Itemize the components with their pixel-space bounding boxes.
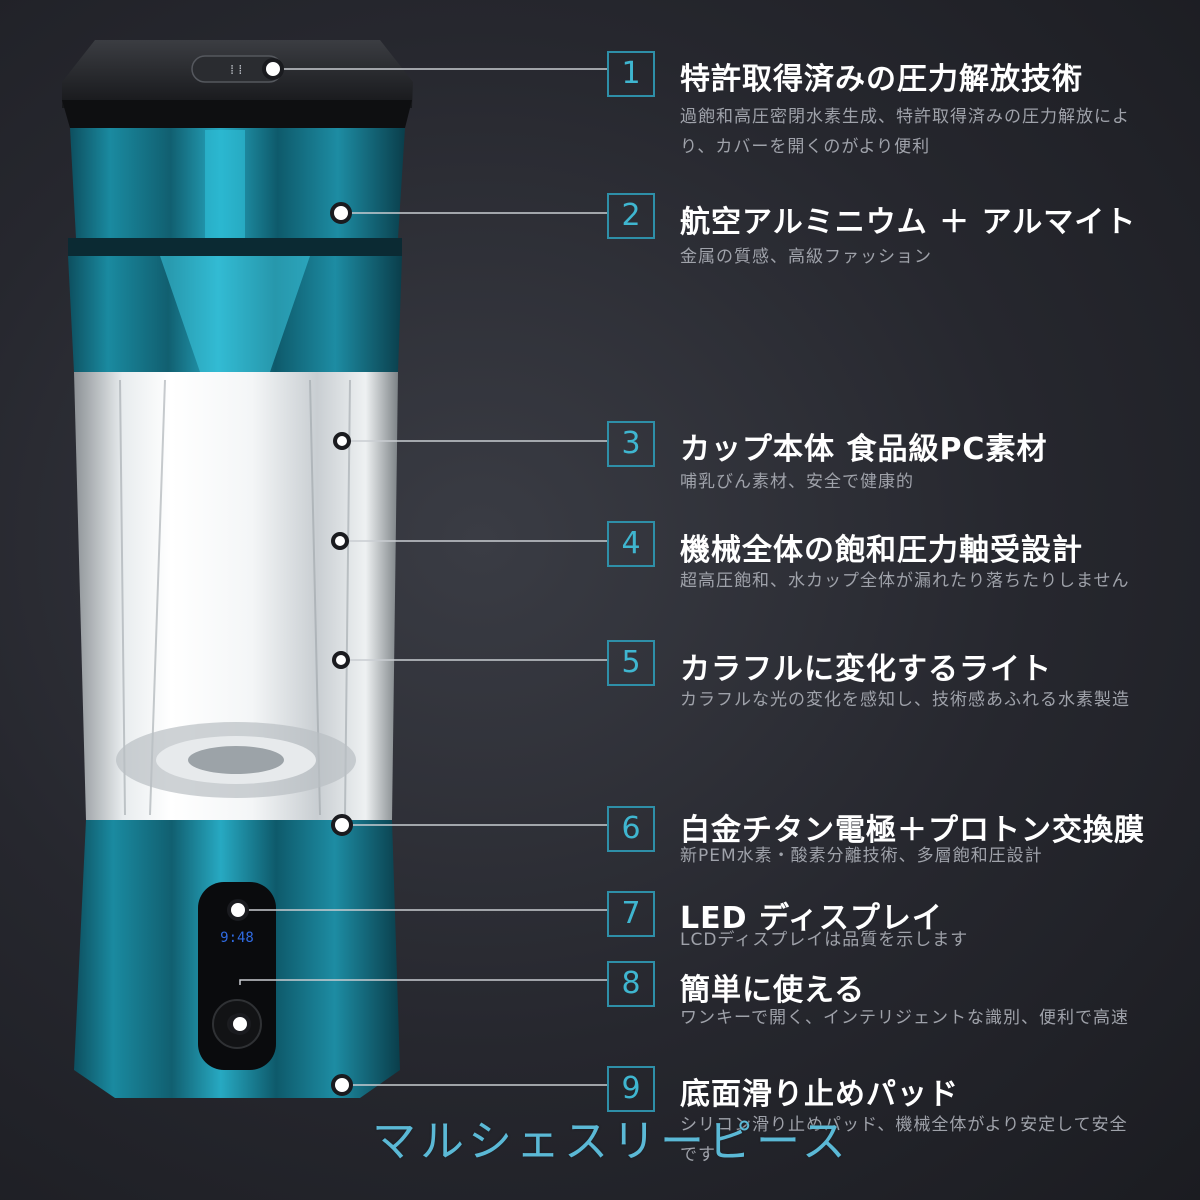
feature-description: 金属の質感、高級ファッション	[680, 247, 932, 267]
callout-lines	[238, 68, 607, 1086]
callout-dots	[227, 58, 353, 1096]
feature-description: ワンキーで開く、インテリジェントな識別、便利で高速	[680, 1008, 1129, 1028]
feature-title: 機械全体の飽和圧力軸受設計	[680, 533, 1083, 568]
svg-text:⁞ ⁞: ⁞ ⁞	[230, 63, 242, 78]
feature-description: カラフルな光の変化を感知し、技術感あふれる水素製造	[680, 690, 1130, 710]
feature-number-badge: 4	[607, 521, 655, 567]
feature-title: カラフルに変化するライト	[680, 652, 1052, 687]
feature-number-badge: 2	[607, 193, 655, 239]
glass-cup	[74, 372, 398, 820]
feature-number-badge: 7	[607, 891, 655, 937]
feature-description: 新PEM水素・酸素分離技術、多層飽和圧設計	[680, 846, 1043, 866]
feature-number-badge: 8	[607, 961, 655, 1007]
feature-title: 簡単に使える	[680, 973, 866, 1008]
upper-aluminium-shell	[68, 128, 405, 372]
feature-description: シリコン滑り止めパッド、機械全体がより安定して安全です	[680, 1115, 1128, 1165]
feature-title: カップ本体 食品級PC素材	[680, 432, 1048, 467]
feature-number-badge: 1	[607, 51, 655, 97]
feature-title: 特許取得済みの圧力解放技術	[680, 62, 1083, 97]
feature-description: 哺乳びん素材、安全で健康的	[680, 472, 914, 492]
feature-description: 過飽和高圧密閉水素生成、特許取得済みの圧力解放により、カバーを開くのがより便利	[680, 107, 1130, 157]
led-display: 9:48	[220, 930, 254, 946]
feature-title: LED ディスプレイ	[680, 901, 943, 936]
bottle-cap: ⁞ ⁞	[62, 40, 413, 128]
feature-number-badge: 6	[607, 806, 655, 852]
feature-title: 航空アルミニウム ＋ アルマイト	[680, 205, 1137, 240]
feature-title: 底面滑り止めパッド	[680, 1077, 959, 1112]
feature-number-badge: 3	[607, 421, 655, 467]
feature-description: 超高圧飽和、水カップ全体が漏れたり落ちたりしません	[680, 571, 1130, 591]
feature-number-badge: 5	[607, 640, 655, 686]
lower-base	[74, 820, 400, 1098]
feature-number-badge: 9	[607, 1066, 655, 1112]
feature-description: LCDディスプレイは品質を示します	[680, 930, 969, 950]
shop-watermark: マルシェスリーピース	[372, 1116, 850, 1167]
feature-title: 白金チタン電極＋プロトン交換膜	[680, 813, 1145, 848]
